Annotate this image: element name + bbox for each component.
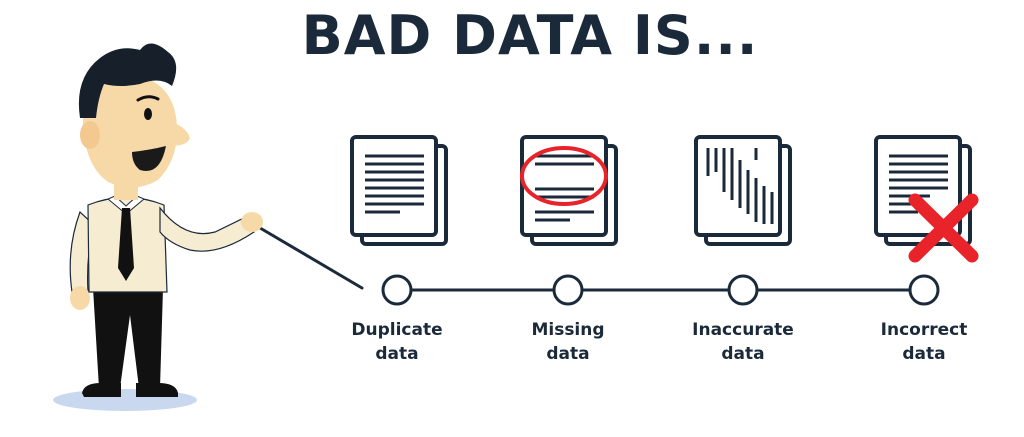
eyebrow bbox=[136, 95, 160, 102]
necktie bbox=[118, 208, 134, 281]
missing-lines-document-icon bbox=[520, 135, 618, 246]
label-line: Incorrect bbox=[880, 320, 968, 340]
label-line: Duplicate bbox=[351, 320, 443, 340]
hair bbox=[78, 43, 177, 118]
presenter-character bbox=[53, 43, 364, 411]
label-line: Inaccurate bbox=[692, 320, 794, 340]
mouth bbox=[132, 146, 166, 171]
right-arm bbox=[159, 206, 255, 252]
timeline-node-4 bbox=[908, 274, 940, 306]
trousers bbox=[93, 288, 163, 388]
label-line: Missing bbox=[531, 320, 605, 340]
red-x-icon bbox=[908, 193, 979, 263]
right-hand bbox=[241, 212, 263, 232]
left-shoe bbox=[82, 383, 121, 397]
left-hand bbox=[70, 286, 90, 310]
duplicate-document-icon bbox=[350, 135, 448, 246]
timeline-node-2 bbox=[552, 274, 584, 306]
scrambled-document-icon bbox=[694, 135, 792, 246]
label-line: data bbox=[902, 344, 946, 364]
pointer-stick bbox=[253, 223, 364, 290]
timeline-node-1 bbox=[381, 274, 413, 306]
label-inaccurate-data: Inaccurate data bbox=[668, 318, 818, 366]
label-line: data bbox=[375, 344, 419, 364]
page-title: BAD DATA IS... bbox=[301, 4, 759, 67]
incorrect-document-icon bbox=[874, 135, 979, 263]
label-duplicate-data: Duplicate data bbox=[322, 318, 472, 366]
red-circle-mark bbox=[520, 146, 608, 206]
label-missing-data: Missing data bbox=[493, 318, 643, 366]
right-shoe bbox=[136, 383, 178, 397]
label-line: data bbox=[546, 344, 590, 364]
nose bbox=[158, 118, 190, 146]
timeline-node-3 bbox=[727, 274, 759, 306]
eye bbox=[144, 108, 152, 120]
label-line: data bbox=[721, 344, 765, 364]
ear bbox=[80, 121, 100, 149]
label-incorrect-data: Incorrect data bbox=[849, 318, 999, 366]
